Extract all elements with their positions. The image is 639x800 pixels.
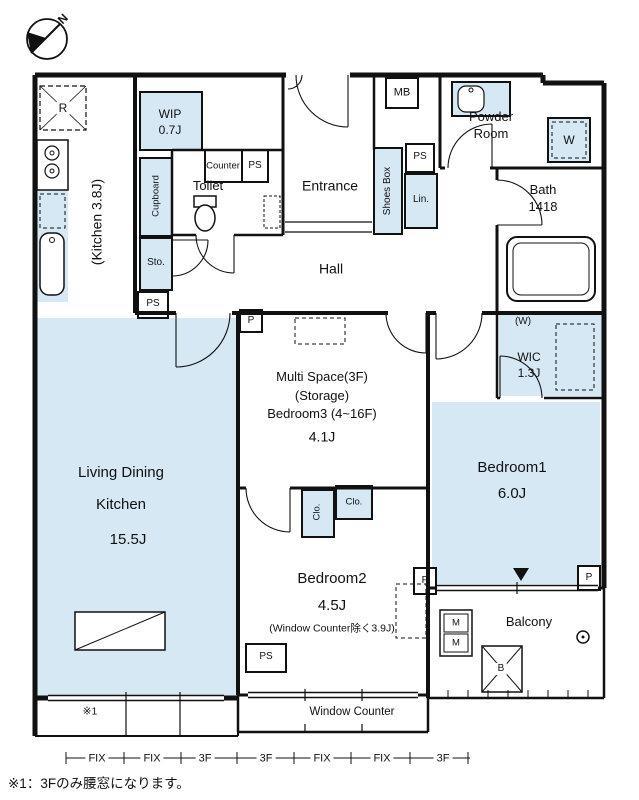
- vanity-bowl: [457, 85, 485, 113]
- wic-size-label: 1.3J: [517, 365, 541, 380]
- ldk-size-label: 15.5J: [109, 531, 147, 548]
- interior-walls: [238, 75, 604, 697]
- window-mullions: [125, 582, 518, 736]
- balcony-label: Balcony: [505, 614, 553, 630]
- dishwasher-dashed: [39, 193, 66, 229]
- north-compass-icon: [26, 18, 68, 60]
- ps-label-3: PS: [146, 298, 160, 309]
- bath-size-label: 1418: [528, 199, 558, 215]
- windows: [48, 584, 598, 702]
- bathtub: [506, 236, 596, 302]
- ldk-label-2: Kitchen: [95, 496, 147, 513]
- drain-marker-triangle: [513, 568, 529, 581]
- exterior-walls: [32, 72, 607, 736]
- footnote: ※1：3Fのみ腰窓になります。: [8, 776, 190, 791]
- exterior-band: [35, 698, 239, 737]
- dim-3f-2: 3F: [256, 752, 276, 766]
- p-label-2: P: [421, 575, 429, 586]
- storage-label: Sto.: [147, 257, 165, 268]
- ps-label-2: PS: [413, 151, 427, 162]
- entrance-step: [285, 221, 372, 233]
- multi-space-label: Multi Space(3F): [276, 369, 368, 385]
- p-label-3: P: [585, 572, 593, 583]
- multi-storage-label: (Storage): [294, 388, 350, 404]
- meter-boxes: [439, 609, 473, 657]
- p-label-1: P: [247, 315, 255, 326]
- wic-washer-label: (W): [514, 316, 532, 327]
- window-counter-label: Window Counter: [309, 706, 395, 719]
- service-boxes: [137, 77, 601, 673]
- door-arcs: [171, 74, 543, 533]
- closet-label-2: Clo.: [345, 496, 363, 508]
- dim-fix-4: FIX: [370, 752, 394, 766]
- toilet-basin-dashed: [263, 195, 281, 229]
- entrance-label: Entrance: [301, 177, 359, 194]
- dim-fix-3: FIX: [310, 752, 334, 766]
- balcony-tile-ticks: [447, 690, 589, 698]
- interior-walls-light: [170, 75, 606, 734]
- cupboard-label: Cupboard: [150, 175, 162, 217]
- wip-size-label: 0.7J: [158, 122, 182, 137]
- balcony-drain: [576, 630, 590, 644]
- shoes-box-label: Shoes Box: [382, 166, 393, 216]
- dim-fix-1: FIX: [85, 752, 109, 766]
- toilet-label: Toilet: [192, 178, 224, 194]
- linen-label: Lin.: [412, 194, 430, 205]
- bedroom2-note-label: (Window Counter除く3.9J): [269, 622, 395, 635]
- bedroom3-label: Bedroom3 (4~16F): [267, 406, 377, 422]
- ps-label-4: PS: [259, 651, 273, 662]
- ldk-label-1: Living Dining: [78, 464, 164, 481]
- wic-label: WIC: [517, 349, 541, 364]
- mb-label: MB: [393, 86, 411, 99]
- refrigerator-label: R: [56, 100, 70, 116]
- meter-label-2: M: [452, 637, 460, 649]
- bedroom2-label: Bedroom2: [297, 570, 367, 587]
- dim-3f-3: 3F: [433, 752, 453, 766]
- powder-room-label-1: Powder: [468, 109, 514, 125]
- boiler-box: [481, 645, 523, 693]
- boiler-label: B: [495, 663, 507, 675]
- bedroom1-size-label: 6.0J: [497, 485, 527, 502]
- ldk-counter-table: [74, 611, 166, 651]
- stove-icon: [36, 139, 69, 191]
- wic-washer-dashed: [555, 323, 595, 391]
- multi-size-label: 4.1J: [308, 428, 336, 445]
- dim-fix-2: FIX: [140, 752, 164, 766]
- ps-label-1: PS: [248, 160, 262, 171]
- wip-label: WIP: [158, 106, 182, 121]
- washer-label: W: [563, 132, 575, 147]
- bedroom2-size-label: 4.5J: [317, 597, 347, 614]
- bedroom1-label: Bedroom1: [477, 459, 547, 476]
- kitchen-sink: [39, 232, 65, 296]
- note-mark-label: ※1: [82, 705, 98, 718]
- multi-space-dashed: [294, 317, 346, 345]
- room-fills: [37, 190, 602, 696]
- interior-walls-heavy: [133, 75, 604, 698]
- meter-label-1: M: [452, 617, 460, 629]
- kitchen-side-label: (Kitchen 3.8J): [88, 178, 105, 266]
- toilet-bowl: [193, 195, 217, 232]
- washer-dashed: [551, 121, 587, 159]
- bedroom2-dashed: [395, 583, 427, 639]
- bath-label: Bath: [529, 182, 557, 198]
- hall-label: Hall: [318, 260, 344, 277]
- powder-room-label-2: Room: [473, 126, 509, 142]
- closet-label-1: Clo.: [311, 503, 323, 521]
- counter-label: Counter: [206, 160, 240, 172]
- dim-3f-1: 3F: [195, 752, 215, 766]
